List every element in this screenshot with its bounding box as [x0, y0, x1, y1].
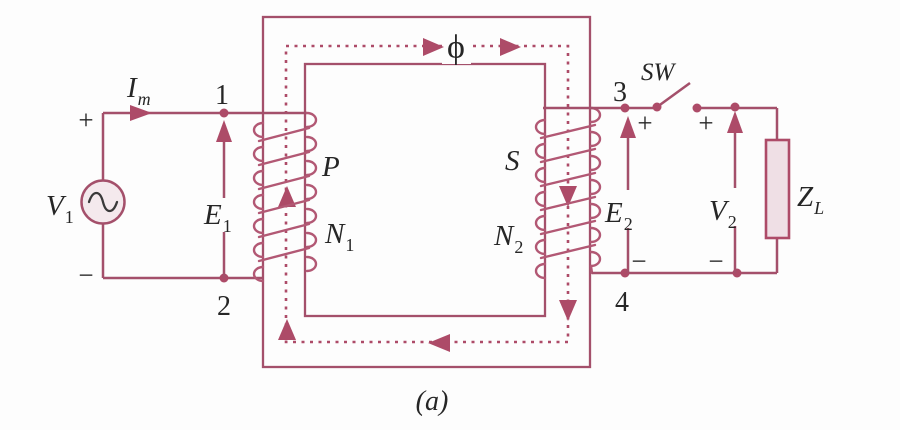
node-3-label: 3 — [613, 77, 627, 108]
primary-circuit: + − V1 Im 1 2 E1 — [46, 72, 307, 322]
node-1-label: 1 — [215, 80, 229, 111]
node-1-dot — [219, 108, 229, 118]
flux-arrow-left-limb-up-icon — [278, 186, 296, 207]
secondary-winding: S N2 — [493, 106, 602, 280]
flux-arrow-bottom-left-icon — [428, 334, 450, 352]
v2-label: V2 — [709, 195, 737, 232]
secondary-coil-left-turns — [534, 118, 547, 280]
e2-arrowhead-icon — [620, 116, 636, 138]
secondary-coil-right-turns — [589, 106, 602, 268]
v1-label: V1 — [46, 190, 74, 227]
secondary-winding-label: S — [505, 145, 520, 177]
primary-coil-right-turns — [305, 111, 318, 273]
node-2-label: 2 — [217, 291, 231, 322]
switch-pivot-dot — [652, 102, 662, 112]
flux-path: ϕ — [278, 29, 577, 352]
flux-arrow-right-limb-down-icon — [559, 186, 577, 207]
v2-plus-sign: + — [698, 108, 713, 138]
switch-blade — [656, 81, 691, 109]
transformer-core — [261, 15, 592, 369]
node-3-dot — [620, 103, 630, 113]
core-inner-rect — [303, 62, 547, 318]
v1-plus-sign: + — [78, 105, 93, 135]
figure-caption: (a) — [416, 386, 449, 417]
secondary-coil-bottom-lead — [589, 264, 594, 275]
sine-wave-icon — [87, 191, 119, 213]
primary-coil-diagonals — [257, 126, 311, 263]
flux-label: ϕ — [447, 29, 465, 66]
flux-arrow-left-bottom-up-icon — [278, 319, 296, 340]
v2-arrowhead-icon — [727, 111, 743, 133]
secondary-circuit: 3 4 SW + − E2 + − V2 ZL — [543, 59, 824, 318]
e2-plus-sign: + — [637, 108, 652, 138]
load-top-node-dot — [730, 102, 740, 112]
magnetizing-current-arrow-icon — [130, 105, 152, 121]
flux-arrow-right-bottom-down-icon — [559, 300, 577, 321]
e2-minus-sign: − — [631, 246, 646, 276]
primary-winding-label: P — [321, 151, 340, 183]
primary-coil-left-turns — [252, 121, 265, 283]
switch-label: SW — [641, 59, 677, 86]
load-impedance-box — [764, 138, 791, 240]
flux-arrow-top-right-icon — [500, 38, 521, 56]
core-outer-rect — [261, 15, 592, 369]
node-4-label: 4 — [615, 287, 629, 318]
flux-dashed-loop — [284, 44, 570, 344]
e1-label: E1 — [203, 199, 232, 236]
load-impedance-label: ZL — [797, 181, 824, 218]
flux-label-backing — [442, 29, 471, 64]
e2-label: E2 — [604, 197, 633, 234]
flux-arrow-top-left-icon — [423, 38, 444, 56]
e1-arrowhead-icon — [216, 120, 232, 142]
primary-turns-label: N1 — [324, 218, 354, 255]
v1-minus-sign: − — [78, 260, 93, 290]
primary-winding: P N1 — [252, 111, 354, 283]
secondary-coil-diagonals — [539, 123, 597, 260]
switch-contact-dot — [692, 103, 702, 113]
magnetizing-current-label: Im — [126, 72, 151, 109]
secondary-turns-label: N2 — [493, 220, 523, 257]
v2-minus-sign: − — [708, 246, 723, 276]
